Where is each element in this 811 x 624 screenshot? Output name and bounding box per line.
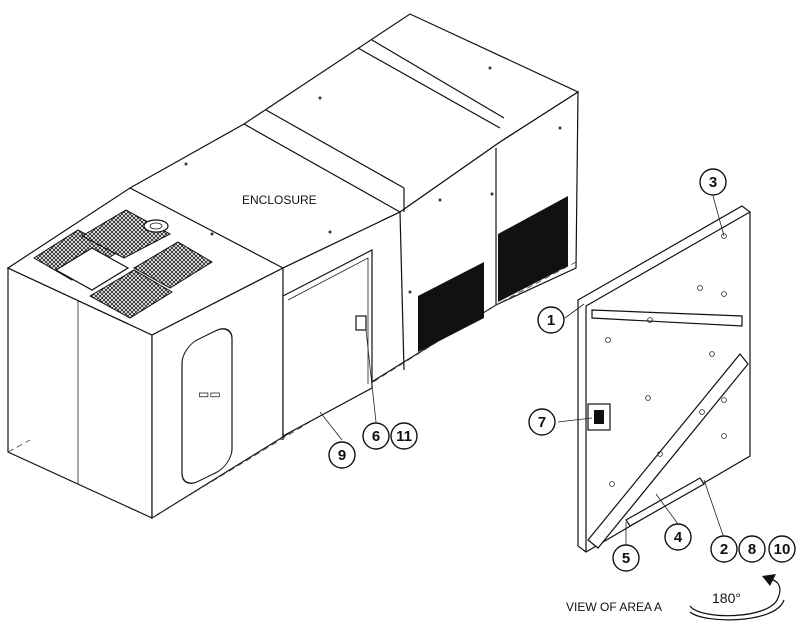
door-latch	[355, 315, 367, 331]
callout-5: 5	[612, 544, 640, 572]
detail-door-panel	[577, 205, 751, 553]
svg-text:11: 11	[396, 428, 412, 445]
svg-text:3: 3	[709, 174, 717, 191]
svg-text:9: 9	[338, 447, 346, 464]
callout-2: 2	[710, 535, 738, 563]
callout-6: 6	[362, 422, 390, 450]
svg-text:5: 5	[622, 550, 630, 567]
callout-9: 9	[328, 441, 356, 469]
callout-8: 8	[738, 535, 766, 563]
rotation-label: 180°	[712, 590, 741, 606]
rotation-arrow-icon	[689, 574, 785, 621]
front-vent-right	[498, 196, 568, 302]
top-grille-3	[88, 269, 173, 319]
side-access-panel	[181, 328, 233, 484]
svg-text:4: 4	[674, 529, 683, 546]
top-grille-4	[132, 241, 213, 289]
callout-7: 7	[528, 408, 556, 436]
top-grille-opening	[54, 247, 130, 291]
enclosure-door	[282, 249, 373, 438]
roof-hatch	[143, 219, 169, 233]
callout-3: 3	[699, 168, 727, 196]
svg-text:8: 8	[748, 541, 756, 558]
callout-11: 11	[390, 422, 418, 450]
svg-text:10: 10	[774, 541, 791, 558]
callout-10: 10	[768, 535, 796, 563]
callout-4: 4	[664, 523, 692, 551]
top-grilles	[33, 209, 213, 319]
panel-holes	[605, 233, 727, 487]
front-vent-left	[418, 262, 484, 352]
svg-text:1: 1	[547, 312, 555, 329]
enclosure-label: ENCLOSURE	[242, 193, 317, 207]
fasteners	[184, 66, 562, 294]
leader-lines	[319, 195, 725, 546]
callout-1: 1	[537, 306, 565, 334]
svg-text:6: 6	[372, 428, 380, 445]
view-of-area-label: VIEW OF AREA A	[566, 600, 662, 614]
svg-text:7: 7	[538, 414, 546, 431]
panel-badge: ▭▭	[198, 387, 221, 401]
svg-text:2: 2	[720, 541, 728, 558]
